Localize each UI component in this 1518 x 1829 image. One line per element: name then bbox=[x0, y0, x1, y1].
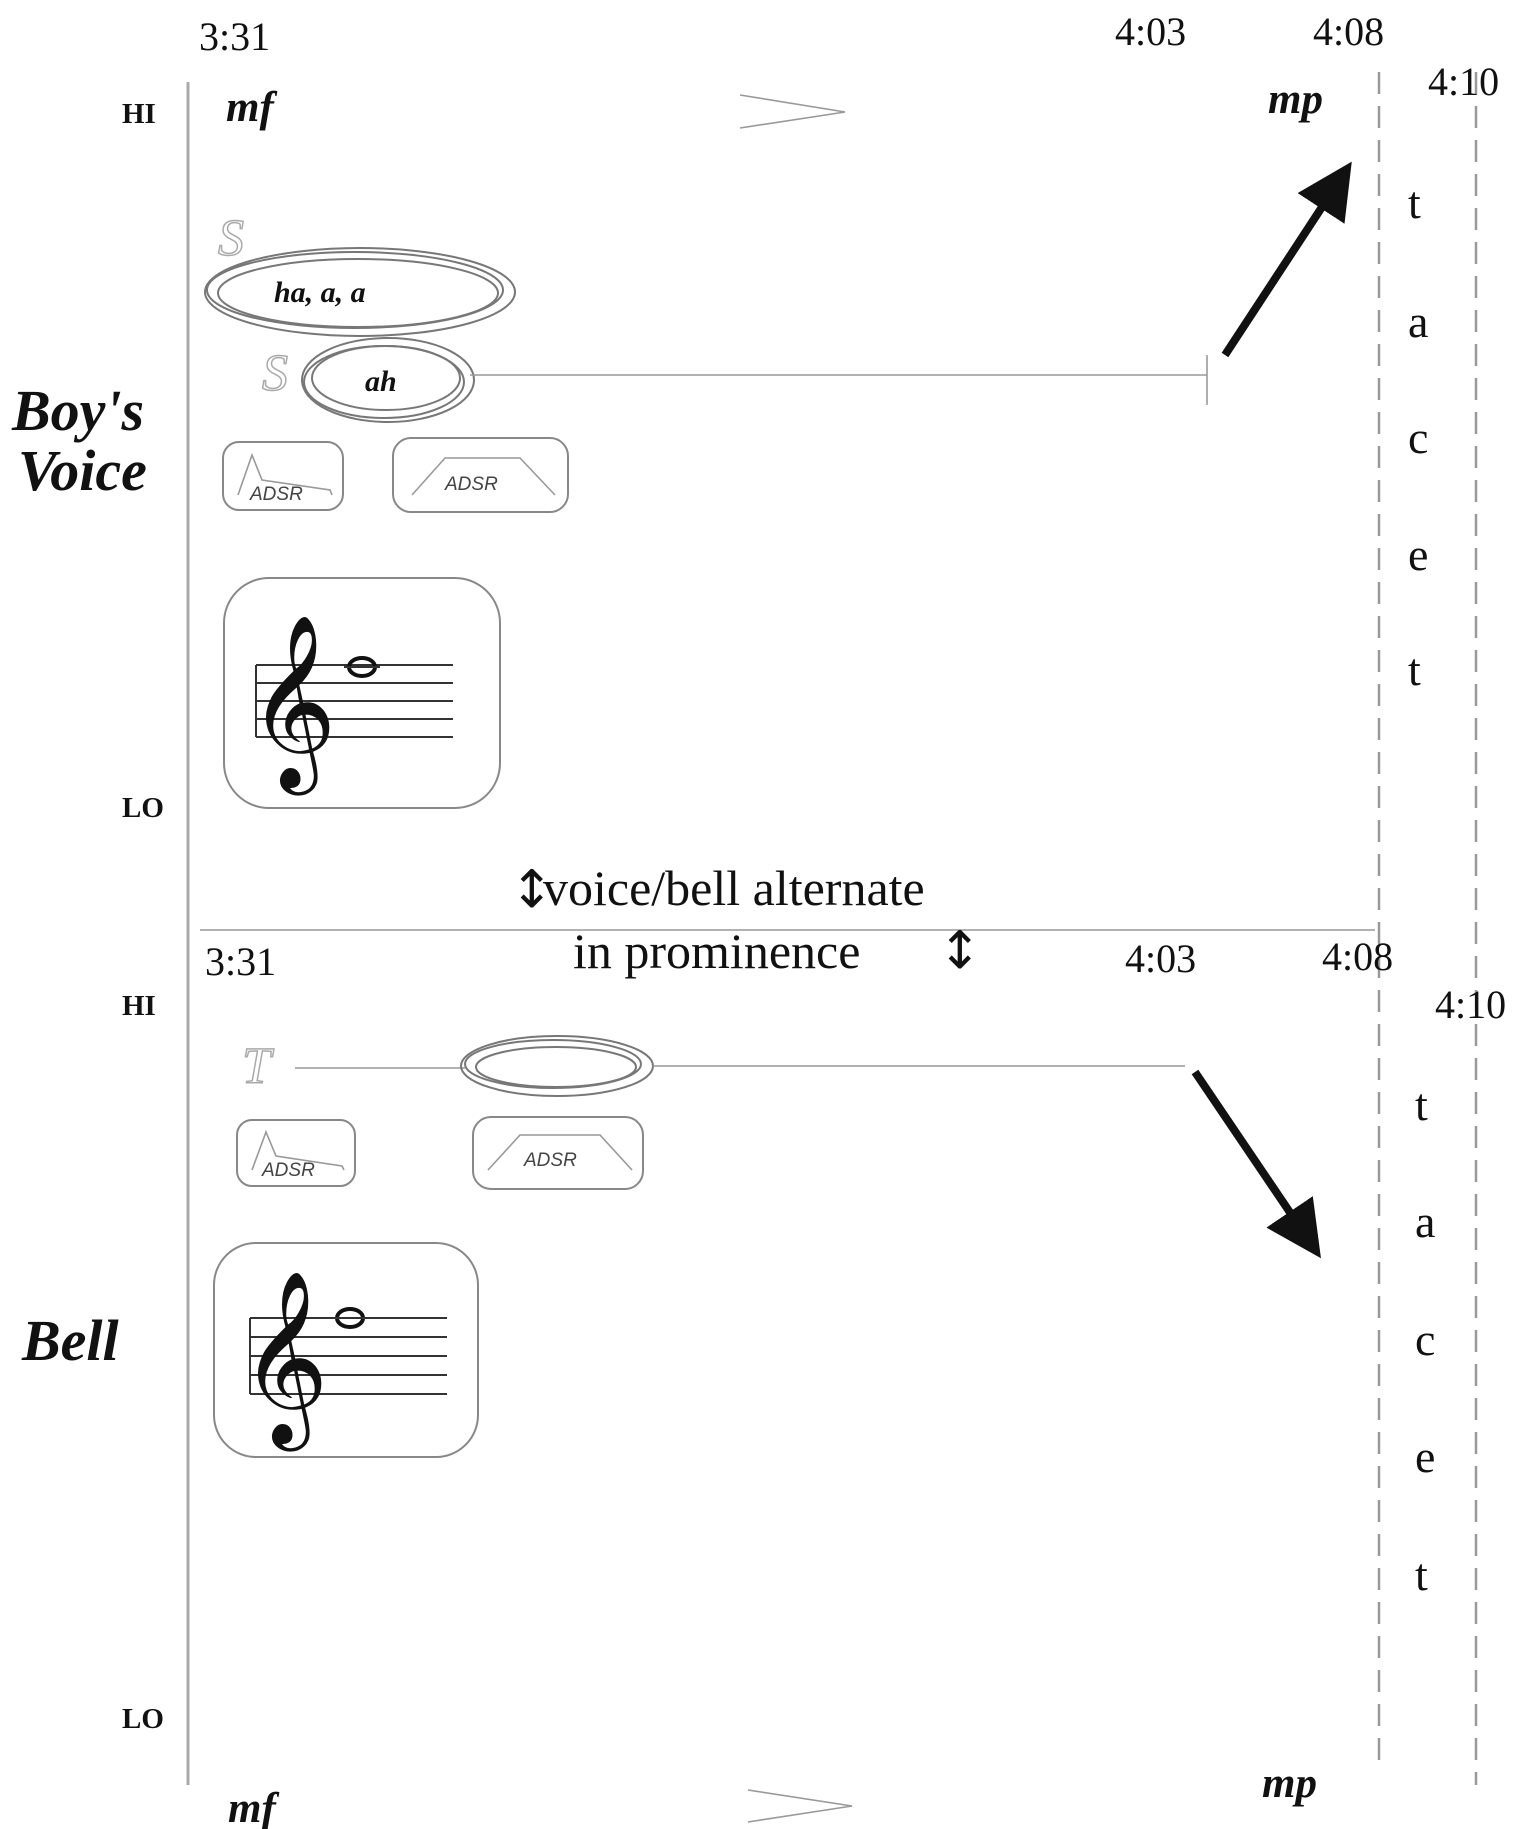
bell-section: HI LO Bell T ADSR ADSR bbox=[21, 990, 1435, 1829]
instrument-label-bell: Bell bbox=[21, 1308, 120, 1373]
envelope-voice-1: ADSR bbox=[222, 441, 344, 511]
notation-box-bell: 𝄞 bbox=[213, 1242, 479, 1458]
svg-text:a: a bbox=[1415, 1196, 1435, 1247]
range-lo-bell: LO bbox=[122, 1703, 164, 1735]
instrument-label-voice-line2: Voice bbox=[18, 438, 147, 503]
svg-text:ADSR: ADSR bbox=[523, 1150, 577, 1171]
svg-text:ADSR: ADSR bbox=[249, 484, 303, 505]
svg-text:ADSR: ADSR bbox=[444, 474, 498, 495]
time-label-4-08-top: 4:08 bbox=[1313, 9, 1384, 54]
envelope-bell-2: ADSR bbox=[472, 1116, 644, 1190]
envelope-voice-2: ADSR bbox=[392, 437, 569, 513]
time-label-4-10-bottom: 4:10 bbox=[1435, 982, 1506, 1027]
notation-box-voice: 𝄞 bbox=[223, 577, 501, 809]
svg-text:t: t bbox=[1408, 644, 1421, 695]
voice-section: HI LO Boy's Voice mf mp S ha, a, a S ah bbox=[11, 76, 1428, 824]
time-label-4-08-bottom: 4:08 bbox=[1322, 934, 1393, 979]
sound-blob-voice-2: ah bbox=[301, 337, 475, 423]
arrow-up-voice bbox=[1221, 161, 1352, 358]
timeline-top: 3:31 4:03 4:08 4:10 bbox=[199, 9, 1499, 104]
dynamic-end-voice: mp bbox=[1268, 76, 1323, 123]
time-label-4-10-top: 4:10 bbox=[1428, 59, 1499, 104]
timeline-bottom: 3:31 4:03 4:08 4:10 bbox=[205, 934, 1506, 1027]
time-label-3-31-bottom: 3:31 bbox=[205, 939, 276, 984]
range-lo-voice: LO bbox=[122, 792, 164, 824]
svg-text:ADSR: ADSR bbox=[261, 1160, 315, 1181]
svg-text:e: e bbox=[1408, 529, 1428, 580]
sound-type-voice-1: S bbox=[218, 210, 244, 267]
sound-type-voice-2: S bbox=[262, 345, 288, 402]
dynamic-start-bell: mf bbox=[228, 1785, 279, 1829]
sound-text-voice-2: ah bbox=[365, 365, 397, 398]
svg-text:c: c bbox=[1408, 412, 1428, 463]
treble-clef-icon: 𝄞 bbox=[240, 1270, 329, 1452]
sound-text-voice-1: ha, a, a bbox=[274, 276, 366, 309]
svg-text:e: e bbox=[1415, 1431, 1435, 1482]
prominence-note-line1: voice/bell alternate bbox=[543, 860, 925, 916]
double-arrow-icon-2: ↕ bbox=[938, 921, 982, 981]
svg-text:c: c bbox=[1415, 1314, 1435, 1365]
dynamic-end-bell: mp bbox=[1262, 1760, 1317, 1807]
decrescendo-hairpin-bell bbox=[747, 1789, 853, 1823]
envelope-bell-1: ADSR bbox=[236, 1119, 356, 1187]
sound-type-bell: T bbox=[242, 1038, 274, 1095]
svg-text:t: t bbox=[1408, 177, 1421, 228]
svg-text:t: t bbox=[1415, 1079, 1428, 1130]
prominence-note: ↕ voice/bell alternate in prominence ↕ bbox=[510, 860, 982, 981]
svg-text:a: a bbox=[1408, 296, 1428, 347]
svg-text:t: t bbox=[1415, 1549, 1428, 1600]
time-label-4-03-bottom: 4:03 bbox=[1125, 936, 1196, 981]
time-label-3-31-top: 3:31 bbox=[199, 14, 270, 59]
range-hi-voice: HI bbox=[122, 98, 156, 130]
time-label-4-03-top: 4:03 bbox=[1115, 9, 1186, 54]
decrescendo-hairpin-voice bbox=[739, 94, 846, 129]
tacet-bell: t a c e t bbox=[1415, 1079, 1435, 1600]
tacet-voice: t a c e t bbox=[1408, 177, 1428, 695]
arrow-down-bell bbox=[1191, 1069, 1321, 1259]
treble-clef-icon: 𝄞 bbox=[248, 614, 337, 796]
sound-blob-voice-1: ha, a, a bbox=[204, 247, 516, 337]
prominence-note-line2: in prominence bbox=[573, 923, 860, 979]
instrument-label-voice-line1: Boy's bbox=[11, 378, 144, 443]
double-arrow-icon-1: ↕ bbox=[510, 860, 554, 920]
dynamic-start-voice: mf bbox=[226, 84, 277, 131]
sound-blob-bell bbox=[460, 1035, 654, 1097]
range-hi-bell: HI bbox=[122, 990, 156, 1022]
